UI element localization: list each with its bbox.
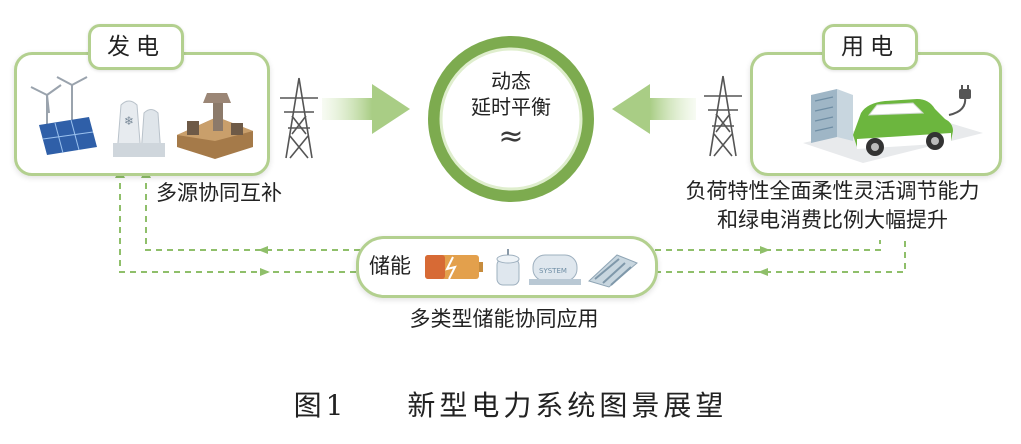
arrow-to-center-right [612,84,696,134]
consumption-caption-line1: 负荷特性全面柔性灵活调节能力 [685,179,980,203]
generation-label: 发电 [88,24,184,70]
arrow-to-center-left [322,84,410,134]
center-line1: 动态 [491,69,531,93]
generation-illustration: ❄ [30,76,253,159]
approx-symbol: ≈ [498,119,524,154]
pumped-hydro-icon [588,254,638,288]
thermal-plant-icon [177,93,253,159]
consumption-panel [750,52,1002,176]
svg-text:SYSTEM: SYSTEM [539,267,567,275]
storage-loop-left [119,172,360,273]
figure-title: 图1 新型电力系统图景展望 [0,384,1021,424]
data-center-icon [811,89,853,143]
tank-icon [496,249,520,286]
storage-panel: 储能 SYSTEM [356,236,658,298]
center-line2: 延时平衡 [471,95,551,119]
generation-caption: 多源协同互补 [156,181,282,205]
storage-label: 储能 [369,254,411,278]
storage-caption: 多类型储能协同应用 [409,307,599,331]
battery-icon [425,255,483,280]
consumption-illustration [803,85,983,163]
figure-title-text: 新型电力系统图景展望 [407,389,728,422]
storage-loop-right [655,240,906,273]
compressed-air-icon: SYSTEM [529,254,581,285]
transmission-tower-icon [704,75,742,157]
storage-illustration: SYSTEM [425,249,638,288]
nuclear-plant-icon: ❄ [113,100,165,157]
balance-ring [428,36,594,202]
transmission-tower-icon [280,77,318,159]
figure-number: 图1 [293,389,348,422]
svg-text:❄: ❄ [124,114,134,128]
consumption-caption-line2: 和绿电消费比例大幅提升 [717,208,948,232]
generation-panel: ❄ [14,52,270,176]
consumption-label: 用电 [822,24,918,70]
solar-panel-icon [39,117,97,155]
ev-car-icon [853,99,953,156]
charging-plug-icon [948,85,971,116]
